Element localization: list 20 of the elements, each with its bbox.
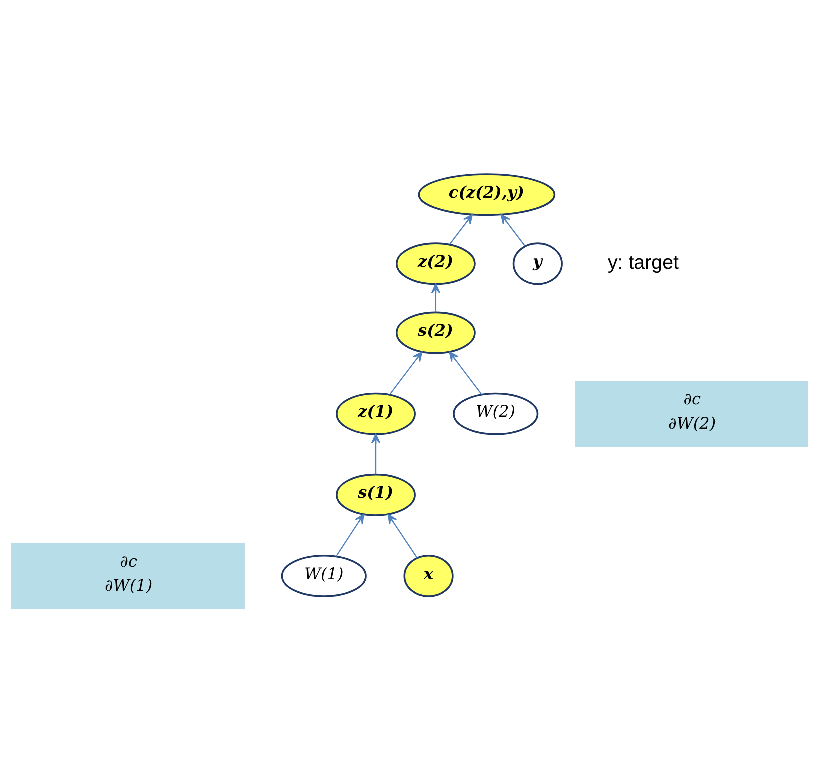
node-box: ∂c ∂W(1) bbox=[12, 543, 245, 610]
node-ellipse: W(2) bbox=[453, 392, 539, 436]
node-ellipse: y bbox=[512, 242, 563, 286]
node-ellipse: s(2) bbox=[396, 312, 476, 354]
arrow bbox=[449, 214, 474, 245]
node-box: ∂c ∂W(2) bbox=[575, 381, 808, 448]
arrow bbox=[388, 514, 418, 558]
arrow bbox=[500, 214, 526, 247]
arrow bbox=[371, 434, 381, 475]
label: y: target bbox=[608, 252, 679, 274]
arrow bbox=[449, 352, 482, 396]
node-ellipse: c(z(2),y) bbox=[418, 174, 556, 216]
node-ellipse: s(1) bbox=[336, 474, 416, 516]
node-ellipse: z(2) bbox=[396, 242, 476, 286]
arrow bbox=[431, 284, 441, 313]
arrow bbox=[389, 352, 423, 396]
node-ellipse: W(1) bbox=[281, 554, 367, 598]
node-ellipse: x bbox=[404, 554, 454, 598]
node-ellipse: z(1) bbox=[336, 392, 416, 436]
arrow bbox=[336, 514, 365, 557]
